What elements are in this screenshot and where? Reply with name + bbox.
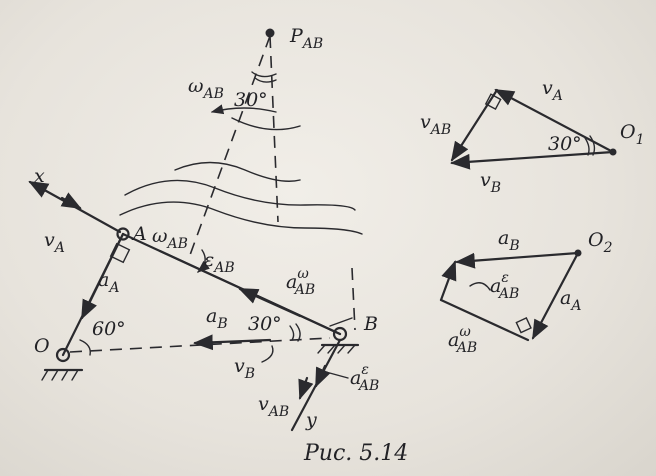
angle-arc-30-1: [289, 325, 295, 341]
accel-eps-leader: [469, 282, 491, 291]
velocity-right-angle: [484, 93, 502, 111]
vt-label-v-a: vA: [542, 77, 563, 104]
dashed-line-p-b: [269, 35, 279, 223]
velocity-origin-dot: [609, 148, 617, 156]
hatch-o-3: [61, 369, 69, 381]
accel-right-angle: [515, 317, 532, 334]
accel-ab-arrow: [455, 251, 580, 269]
label-a-b: aB: [206, 305, 228, 332]
hatch-o-4: [71, 369, 79, 381]
a-ab-eps-leader: [325, 371, 349, 379]
label-point-b: B: [363, 313, 378, 335]
wavy-band-upper: [174, 161, 301, 182]
label-angle-top: 30°: [234, 89, 268, 111]
vt-label-v-ab: vAB: [420, 111, 451, 138]
omega-arc-top-1: [231, 117, 301, 131]
label-axis-y: y: [305, 409, 317, 431]
right-angle-mark-a: [109, 242, 131, 264]
hatch-b-1: [329, 317, 353, 327]
figure-caption: Рис. 5.14: [303, 441, 408, 466]
v-b-leader: [261, 345, 274, 363]
angle-arc-top-1: [251, 71, 277, 78]
accel-aabe-arrow: [439, 260, 457, 302]
a-a-arrow: [80, 232, 125, 320]
pin-a: [116, 227, 130, 241]
label-angle-30: 30°: [248, 313, 282, 335]
vt-label-angle: 30°: [548, 133, 582, 155]
angle-arc-30-2: [295, 323, 301, 342]
wavy-band-mid: [119, 201, 363, 235]
hatch-b-2: [317, 344, 326, 354]
label-angle-60: 60°: [92, 318, 126, 340]
velocity-vb-arrow: [450, 150, 615, 170]
pin-o: [55, 347, 71, 363]
accel-aa-arrow: [531, 251, 580, 340]
omega-arc-top-arrow: [210, 104, 277, 115]
angle-arc-top-2: [254, 77, 277, 83]
velocity-angle-arc-1: [584, 137, 590, 156]
hatch-o-1: [41, 369, 49, 381]
label-omega-top: ωAB: [188, 75, 224, 102]
wavy-band-top: [124, 179, 356, 211]
ap-label-a-b: aB: [498, 227, 520, 254]
accel-aabw-line: [439, 298, 530, 342]
label-p-ab: PAB: [289, 25, 323, 52]
a-ab-eps-arrow: [314, 364, 331, 388]
v-ab-arrow: [298, 376, 314, 400]
epsilon-arc: [197, 249, 210, 273]
ap-label-a-a: aA: [560, 287, 581, 314]
hatch-o-2: [51, 369, 59, 381]
vt-label-v-b: vB: [480, 169, 501, 196]
label-a-a: aA: [98, 269, 119, 296]
label-v-b: vB: [234, 355, 255, 382]
vt-label-origin: O1: [620, 121, 645, 148]
label-v-ab: vAB: [258, 393, 289, 420]
accel-origin-dot: [574, 249, 582, 257]
velocity-angle-arc-2: [589, 135, 596, 156]
hatch-b-4: [337, 344, 346, 354]
v-a-arrow: [60, 192, 82, 210]
label-omega-a: ωAB: [152, 225, 188, 252]
velocity-vab-arrow: [450, 88, 499, 162]
hatch-b-3: [327, 344, 336, 354]
label-axis-x: x: [34, 165, 45, 187]
hatch-b-5: [347, 344, 356, 354]
angle-arc-60: [79, 339, 91, 356]
label-point-a: A: [131, 223, 147, 245]
label-point-o: O: [34, 335, 50, 357]
ap-label-origin: O2: [588, 229, 613, 256]
label-eps-ab: εAB: [204, 249, 235, 276]
label-v-a: vA: [44, 229, 65, 256]
instant-center-dot: [265, 28, 275, 38]
dashed-vertical-b: [351, 267, 356, 331]
a-b-arrow: [193, 334, 272, 351]
a-ab-omega-arrow: [238, 287, 302, 318]
